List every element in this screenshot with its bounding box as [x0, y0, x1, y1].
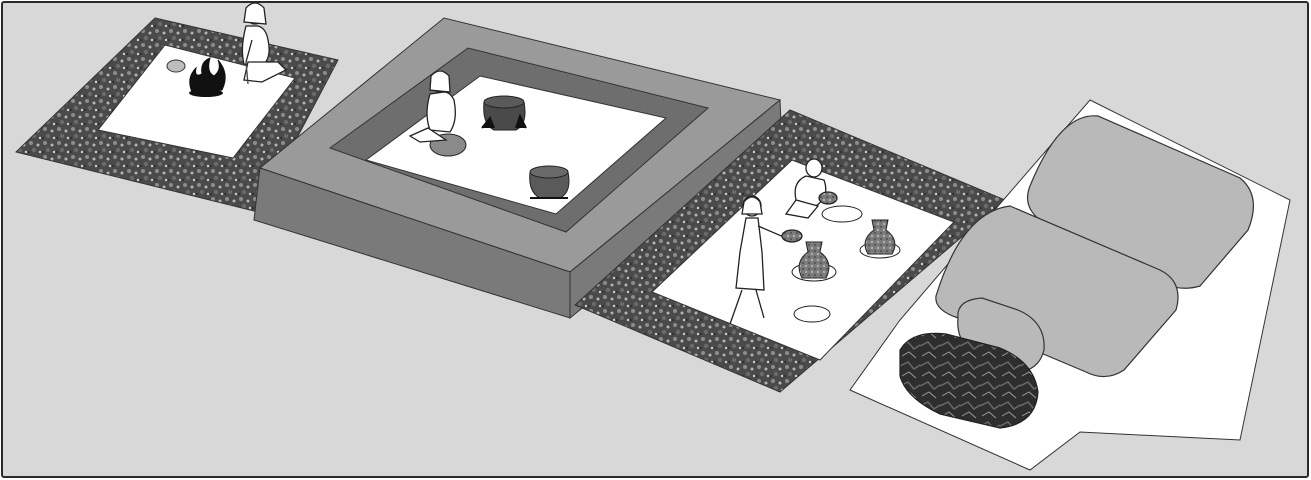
- stone: [167, 60, 185, 72]
- cooking-pot: [482, 96, 526, 130]
- empty-pit: [794, 306, 830, 322]
- empty-pit: [822, 206, 862, 222]
- cooking-pot: [530, 166, 569, 198]
- fire-base-icon: [189, 89, 223, 97]
